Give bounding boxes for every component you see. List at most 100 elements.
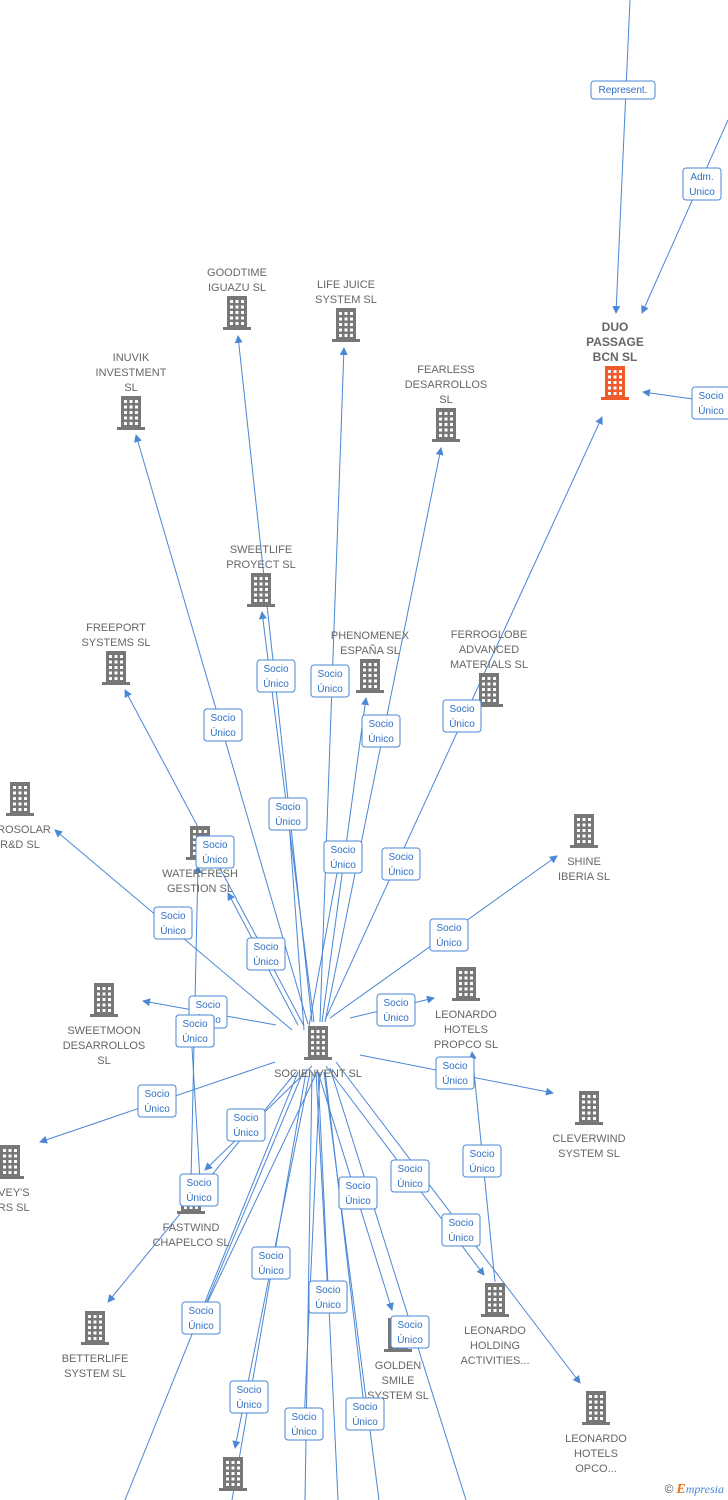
building-window (577, 829, 580, 832)
badge-text: Único (182, 1032, 208, 1045)
company-building-icon[interactable] (332, 308, 360, 342)
building-window (18, 808, 22, 811)
building-window (18, 786, 22, 789)
building-window (482, 693, 485, 697)
building-window (322, 1041, 325, 1044)
building-window (226, 1477, 229, 1481)
building-window (339, 312, 342, 315)
company-building-icon[interactable] (90, 983, 118, 1017)
edge-right-to-duo (642, 389, 701, 401)
building-window (102, 998, 106, 1001)
building-window (14, 1154, 17, 1158)
building-window (231, 1483, 235, 1486)
company-building-icon[interactable] (570, 814, 598, 848)
building-window (237, 1461, 240, 1464)
badge-box (137, 1084, 177, 1118)
relation-badge[interactable]: Represent. (590, 80, 656, 100)
building-window (316, 1030, 320, 1033)
badge-text: Adm. (690, 172, 713, 183)
company-building-icon[interactable] (304, 1026, 332, 1060)
company-building-icon[interactable] (102, 651, 130, 685)
company-building-icon[interactable] (481, 1283, 509, 1317)
building-window (450, 423, 453, 426)
building-window (204, 830, 207, 833)
company-building-icon[interactable] (0, 1145, 24, 1179)
company-label-leonardoholding: LEONARDOHOLDINGACTIVITIES... (460, 1325, 529, 1367)
company-building-icon[interactable] (582, 1391, 610, 1425)
building-window (499, 1292, 502, 1296)
company-building-icon[interactable] (575, 1091, 603, 1125)
building-window (114, 671, 118, 675)
badge-text: Único (469, 1162, 495, 1175)
node-label-line: CLEVERWIND (552, 1133, 625, 1145)
company-label-leonardoopco: LEONARDOHOTELSOPCO... (565, 1433, 627, 1475)
building-window (464, 987, 468, 991)
building-window (582, 1100, 585, 1104)
company-building-icon[interactable] (81, 1311, 109, 1345)
company-building-icon[interactable] (247, 573, 275, 607)
building-window (254, 577, 257, 580)
building-window (97, 998, 100, 1001)
building-window (600, 1406, 603, 1409)
building-window (577, 818, 580, 821)
company-building-icon[interactable] (219, 1457, 247, 1491)
building-window (613, 392, 617, 395)
company-building-icon[interactable] (601, 366, 629, 400)
building-window (487, 677, 491, 680)
node-label-line: WATERFRESH (162, 868, 238, 880)
company-building-icon[interactable] (475, 673, 503, 707)
building-window (608, 386, 611, 390)
building-window (97, 1009, 100, 1012)
node-label-line: RVEY'S (0, 1187, 30, 1199)
badge-text: Socio (210, 713, 235, 724)
company-building-icon[interactable] (432, 408, 460, 442)
building-window (374, 668, 377, 672)
badge-text: Unico (689, 187, 715, 198)
company-building-icon[interactable] (452, 967, 480, 1001)
relation-badge[interactable]: Adm. Unico (682, 167, 722, 201)
node-label-line: DUO (602, 320, 629, 334)
company-building-icon[interactable] (356, 659, 384, 693)
badge-text: Socio (442, 1061, 467, 1072)
company-building-icon[interactable] (6, 782, 34, 816)
building-window (230, 316, 233, 320)
building-window (265, 593, 268, 597)
company-building-icon[interactable] (223, 296, 251, 330)
building-window (109, 671, 112, 675)
company-building-icon[interactable] (117, 396, 145, 430)
badge-box (251, 1246, 291, 1280)
building-window (88, 1337, 91, 1340)
building-window (124, 405, 127, 409)
